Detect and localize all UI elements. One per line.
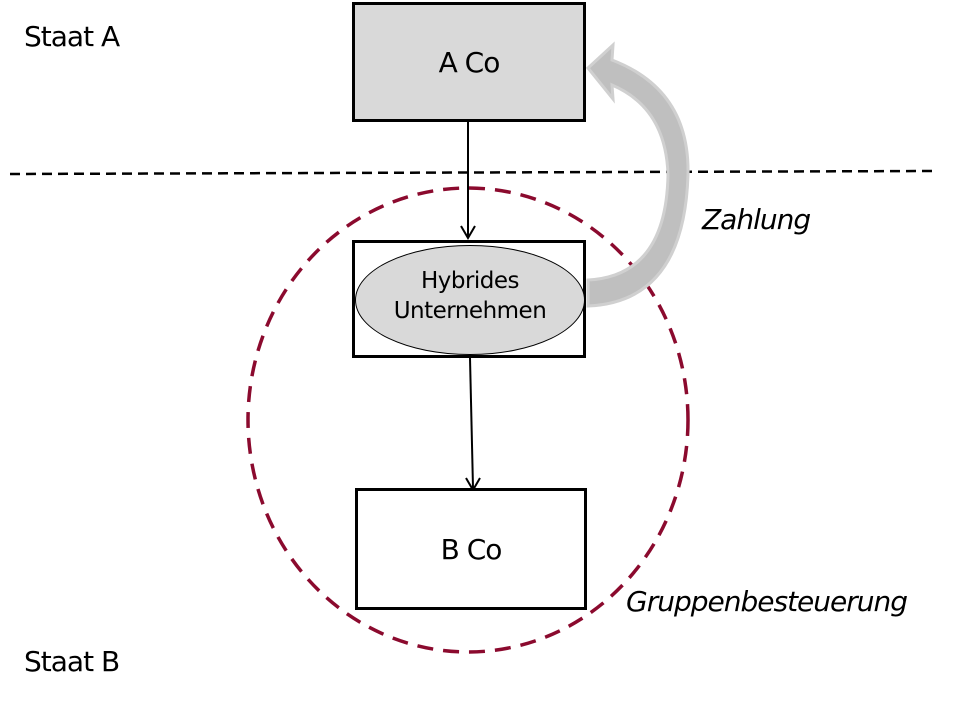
b-co-box: B Co	[355, 488, 587, 610]
state-a-label: Staat A	[24, 20, 120, 53]
group-taxation-label: Gruppenbesteuerung	[626, 585, 908, 618]
group-taxation-circle	[246, 186, 690, 654]
arrowhead-icon	[460, 225, 476, 240]
a-co-label: A Co	[438, 45, 501, 79]
state-b-label: Staat B	[24, 645, 120, 678]
border-line	[9, 169, 933, 176]
hybrid-entity-ellipse	[355, 245, 585, 355]
arrow-hybrid-to-b	[469, 357, 474, 489]
a-co-box: A Co	[352, 2, 586, 122]
b-co-label: B Co	[440, 532, 503, 566]
hybrid-label-line2: Unternehmen	[393, 298, 547, 324]
payment-label: Zahlung	[702, 203, 811, 236]
hybrid-entity-label: Hybrides Unternehmen	[355, 266, 585, 326]
hybrid-label-line1: Hybrides	[420, 268, 520, 294]
payment-curved-arrow-icon	[585, 41, 690, 308]
